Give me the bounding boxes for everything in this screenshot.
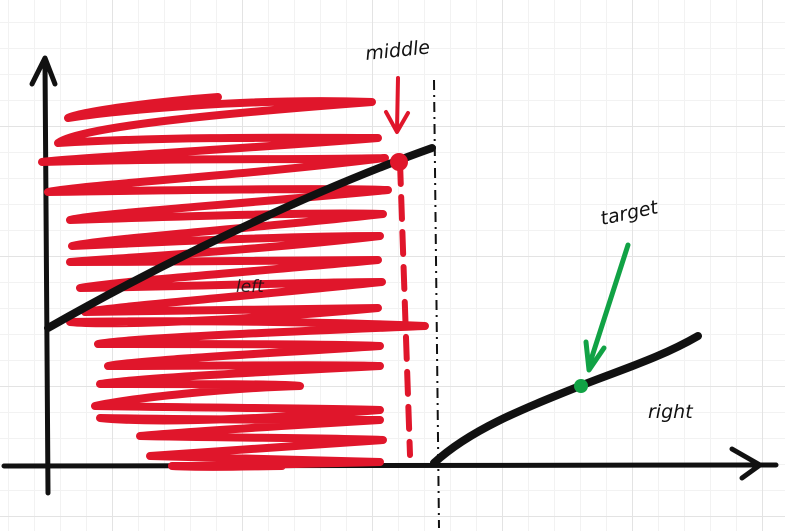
target-arrow (583, 242, 631, 373)
label-middle: middle (364, 36, 431, 65)
red-scribble (38, 93, 429, 471)
middle-point (390, 153, 408, 171)
label-right: right (648, 401, 694, 423)
axes (1, 55, 779, 496)
divider-line (433, 79, 440, 529)
x-axis (1, 462, 779, 469)
label-left: left (236, 277, 265, 297)
y-axis (42, 59, 51, 496)
middle-drop-line (397, 159, 413, 458)
right-segment (430, 332, 702, 467)
x-axis-arrowhead (729, 446, 763, 481)
middle-arrow (384, 76, 410, 134)
left-segment (44, 144, 436, 332)
target-point (574, 379, 588, 393)
y-axis-arrowhead (29, 55, 58, 87)
label-target: target (598, 196, 661, 230)
